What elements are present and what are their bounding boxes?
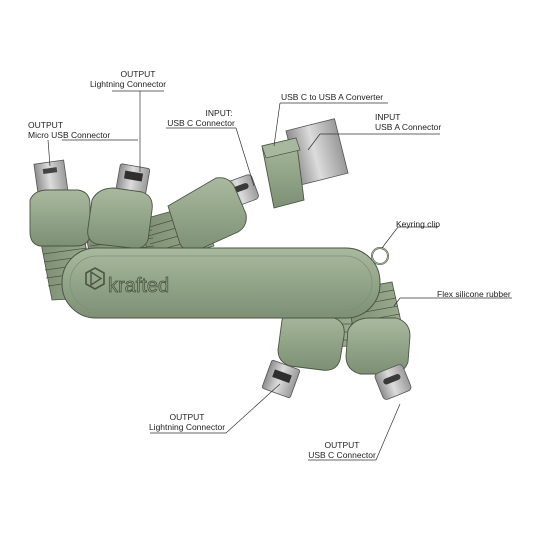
callout-micro-usb-line2: Micro USB Connector [28,130,111,140]
lightning-connector-bottom [261,311,345,399]
callout-lightning-top: OUTPUT Lightning Connector [90,69,178,89]
callout-usbc-input-line2: USB C Connector [167,118,235,128]
callout-lightning-bottom-line2: Lightning Connector [148,422,226,432]
callout-lightning-top-line2: Lightning Connector [89,79,167,89]
callout-keyring-line1: Keyring clip [396,219,440,229]
callout-lightning-top-line1: OUTPUT [120,69,156,79]
callout-usba-input-line1: INPUT [375,112,401,122]
callout-converter: USB C to USB A Converter [281,92,383,102]
keyring-clip [371,247,389,265]
hexagon-play-logo-icon [85,267,105,290]
callout-usba-input: INPUT USB A Connector [375,112,441,132]
callout-usbc-input-line1: INPUT: [205,108,233,118]
brand-name: krafted [108,275,169,297]
lightning-connector-top [87,163,153,249]
leader-lines [47,90,512,461]
callout-micro-usb-line1: OUTPUT [28,120,63,130]
callout-lightning-bottom: OUTPUT Lightning Connector [148,412,226,432]
callout-keyring: Keyring clip [396,219,440,229]
callout-usbc-output-line1: OUTPUT [324,440,360,450]
callout-converter-line1: USB C to USB A Converter [281,92,384,102]
callout-micro-usb: OUTPUT Micro USB Connector [28,120,110,140]
micro-usb-connector [29,159,91,247]
callout-flex: Flex silicone rubber [437,289,511,299]
callout-usbc-input: INPUT: USB C Connector [162,108,240,128]
flex-arms-left [29,159,259,301]
callout-flex-line1: Flex silicone rubber [437,289,511,299]
flex-arms-right [261,281,412,400]
callout-usbc-output-line2: USB C Connector [308,450,376,460]
callout-usbc-output: OUTPUT USB C Connector [306,440,378,460]
callout-lightning-bottom-line1: OUTPUT [169,412,205,422]
usbc-output-connector [345,317,412,400]
usbc-to-usba-converter [261,118,349,209]
main-body: krafted [61,247,389,319]
callout-usba-input-line2: USB A Connector [375,122,442,132]
usbc-input-connector [167,174,259,252]
